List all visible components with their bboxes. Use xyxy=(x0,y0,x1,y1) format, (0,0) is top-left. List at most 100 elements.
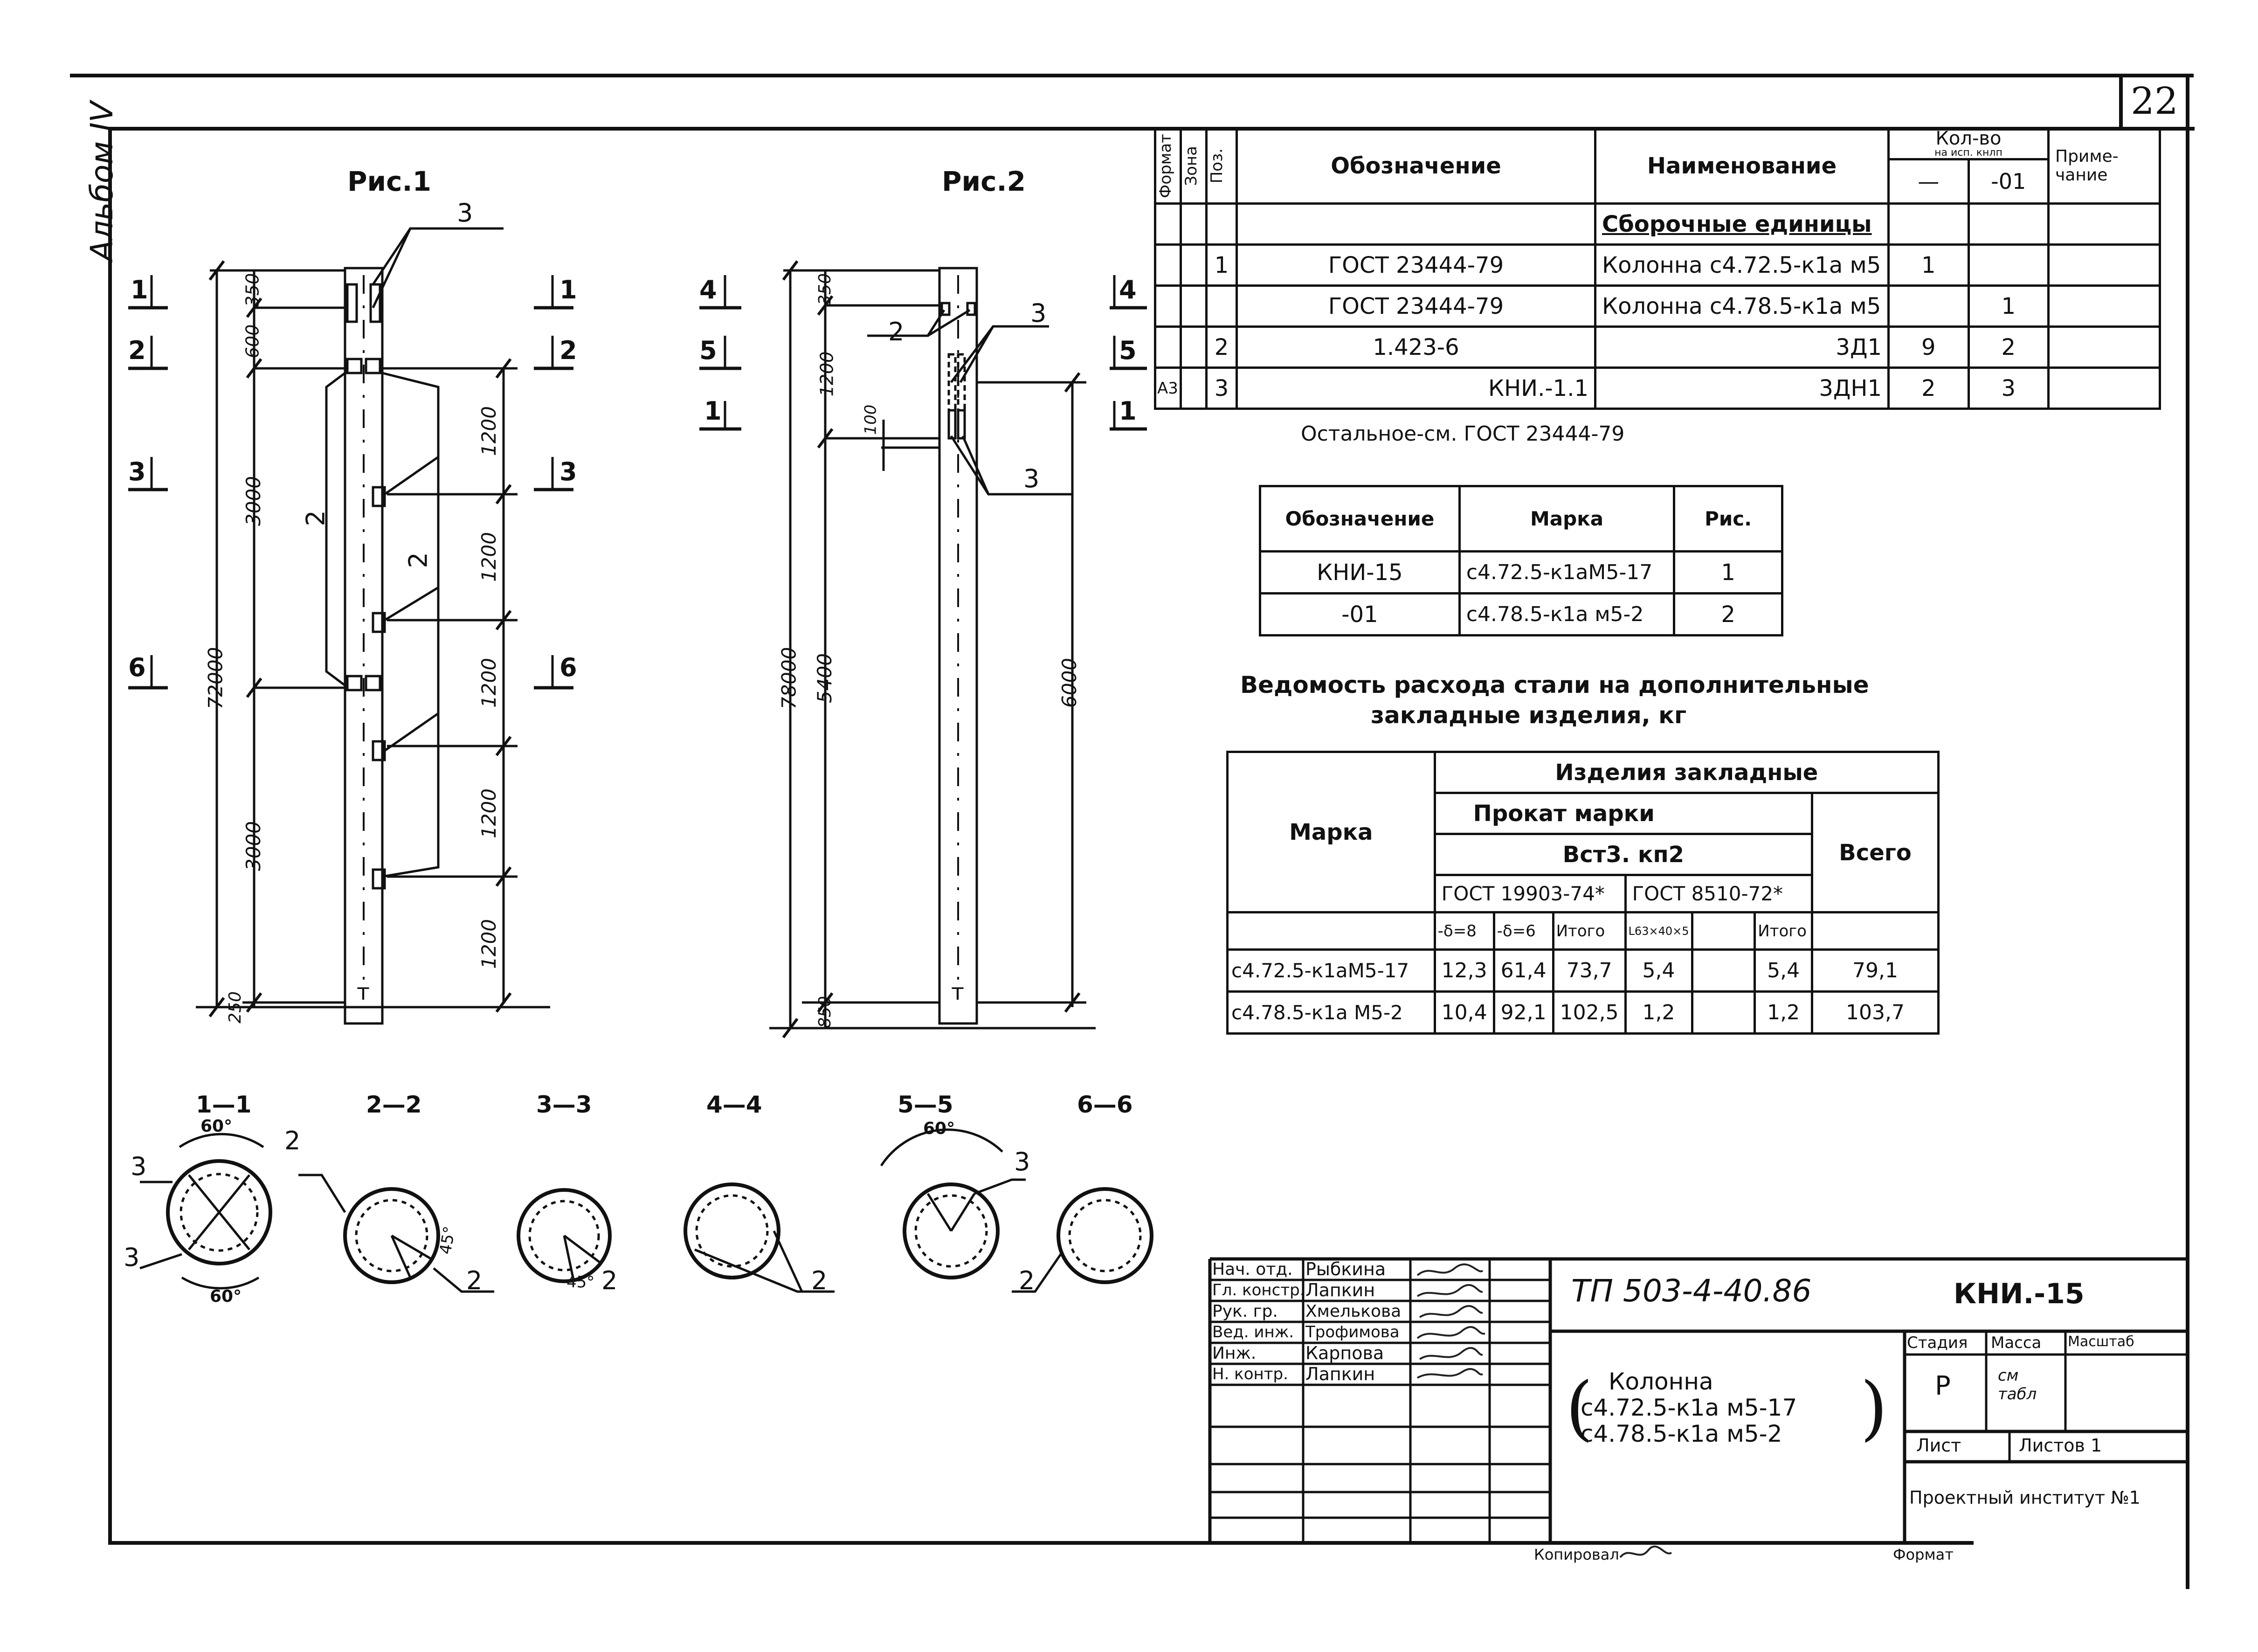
col-name-header: Наименование xyxy=(1594,127,1890,205)
sec-leader-2c: 2 xyxy=(601,1266,618,1295)
fig2-dim-850: 850 xyxy=(815,996,835,1028)
sec-leader-2e: 2 xyxy=(1019,1266,1035,1295)
angle-3: 45° xyxy=(566,1273,595,1292)
copier-signature xyxy=(1619,1545,1672,1558)
table-row: с4.78.5-к1а М5-2 10,4 92,1 102,5 1,2 1,2… xyxy=(1226,990,1940,1035)
scale-label: Масштаб xyxy=(2068,1334,2134,1350)
fig1-sec-l1: 1 xyxy=(131,275,148,304)
stage-label: Стадия xyxy=(1907,1334,1968,1352)
sec-leader-2b: 2 xyxy=(466,1266,483,1295)
copied-by: Копировал xyxy=(1534,1546,1619,1563)
fig2-title: Рис.2 xyxy=(942,166,1026,197)
fig1-sec-l3: 3 xyxy=(128,457,146,486)
fig1-dim-350: 350 xyxy=(242,273,263,307)
fig1-leader-3: 3 xyxy=(457,198,473,228)
col-designation-header: Обозначение xyxy=(1236,127,1596,205)
fig2-dim-100: 100 xyxy=(861,404,880,435)
fig2-dim-1200: 1200 xyxy=(816,351,837,397)
fig1-top-mark: т xyxy=(357,979,370,1005)
table-row: КНИ-15 с4.72.5-к1аМ5-17 1 xyxy=(1259,550,1783,594)
title-block-names: Рыбкина Лапкин Хмелькова Трофимова Карпо… xyxy=(1305,1259,1402,1384)
angle-1b: 60° xyxy=(210,1287,242,1306)
frame-bottom xyxy=(108,1541,1971,1545)
sheets-label: Листов 1 xyxy=(2019,1435,2102,1456)
fig2-sec-l4: 4 xyxy=(699,275,717,304)
column-fig2-outline xyxy=(938,267,978,1025)
fig1-dim-r4: 1200 xyxy=(477,788,500,838)
table-row: 2 1.423-6 3Д1 9 2 xyxy=(1154,325,2161,369)
format-label: Формат xyxy=(1893,1546,1954,1563)
doc-code: ТП 503-4-40.86 xyxy=(1571,1273,1812,1309)
fig1-dim-250: 250 xyxy=(225,991,245,1023)
section-1-1 xyxy=(139,1133,272,1290)
fig2-dim-350: 350 xyxy=(815,273,835,305)
section-label-5: 5—5 xyxy=(898,1091,953,1118)
section-label-3: 3—3 xyxy=(536,1091,592,1118)
institute-name: Проектный институт №1 xyxy=(1909,1487,2141,1508)
fig2-dim-6000: 6000 xyxy=(1057,658,1081,708)
section-label-6: 6—6 xyxy=(1077,1091,1133,1118)
table-row: с4.72.5-к1аМ5-17 12,3 61,4 73,7 5,4 5,4 … xyxy=(1226,948,1940,993)
section-3-3 xyxy=(517,1188,612,1283)
section-label-1: 1—1 xyxy=(196,1091,252,1118)
section-2-2 xyxy=(298,1174,494,1293)
sec-leader-2a: 2 xyxy=(284,1126,301,1155)
fig2-top-mark: т xyxy=(951,979,964,1005)
sec-leader-3b: 3 xyxy=(124,1243,140,1272)
fig1-dim-600: 600 xyxy=(242,324,263,359)
col-qty-header: Кол-во на исп. кнлп — -01 xyxy=(1887,127,2050,205)
section-4-4 xyxy=(684,1182,835,1293)
title-block-roles: Нач. отд. Гл. констр. Рук. гр. Вед. инж.… xyxy=(1212,1260,1305,1383)
frame-left xyxy=(108,127,112,1544)
section-6-6 xyxy=(1012,1187,1153,1293)
top-rule xyxy=(70,74,2194,77)
fig1-sec-l2: 2 xyxy=(128,336,146,365)
section-label-2: 2—2 xyxy=(366,1091,422,1118)
fig1-leader-2b: 2 xyxy=(403,552,433,568)
qty-subtitle: на исп. кнлп xyxy=(1891,148,2046,160)
sheet-code: КНИ.-15 xyxy=(1954,1278,2085,1310)
spec-footnote: Остальное-см. ГОСТ 23444-79 xyxy=(1301,422,1625,446)
col-format-header: Формат xyxy=(1154,127,1182,205)
fig1-leader-2a: 2 xyxy=(301,510,331,526)
sec-leader-3a: 3 xyxy=(131,1152,147,1181)
spec-table: Формат Зона Поз. Обозначение Наименовани… xyxy=(1154,127,2161,410)
sec-leader-3c: 3 xyxy=(1014,1147,1030,1176)
fig2-sec-l5: 5 xyxy=(699,336,717,365)
fig1-dim-3000b: 3000 xyxy=(242,821,265,871)
steel-table: Марка Изделия закладные Прокат марки Все… xyxy=(1226,751,1940,1035)
marks-table: Обозначение Марка Рис. КНИ-15 с4.72.5-к1… xyxy=(1259,485,1783,636)
fig1-dim-r1: 1200 xyxy=(477,406,500,456)
fig2-sec-r4: 4 xyxy=(1119,275,1137,304)
fig2-sec-r5: 5 xyxy=(1119,336,1137,365)
title-block-grid xyxy=(1208,1257,2186,1541)
fig1-title: Рис.1 xyxy=(347,166,431,197)
fig1-sec-r1: 1 xyxy=(559,275,577,304)
page-number: 22 xyxy=(2131,79,2178,123)
table-row: 1 ГОСТ 23444-79 Колонна с4.72.5-к1а м5 1 xyxy=(1154,243,2161,287)
fig2-leader-3a: 3 xyxy=(1030,298,1047,328)
col-pos-header: Поз. xyxy=(1205,127,1238,205)
fig1-dim-72000: 72000 xyxy=(204,647,227,710)
qty-col2: -01 xyxy=(1991,169,2026,194)
title-bracket-left: ( xyxy=(1566,1368,1593,1449)
fig1-sec-r6: 6 xyxy=(559,653,577,682)
fig2-sec-r1: 1 xyxy=(1119,396,1137,426)
fig1-sec-l6: 6 xyxy=(128,653,146,682)
spec-section-title: Сборочные единицы xyxy=(1594,202,1890,246)
fig2-sec-l1: 1 xyxy=(704,396,722,426)
fig1-dim-r5: 1200 xyxy=(477,919,500,969)
frame-right xyxy=(2186,74,2189,1589)
fig1-dim-r2: 1200 xyxy=(477,532,500,582)
col-zone-header: Зона xyxy=(1180,127,1208,205)
fig1-dim-r3: 1200 xyxy=(477,658,500,708)
section-5-5 xyxy=(880,1128,1026,1279)
mass-label: Масса xyxy=(1991,1334,2042,1352)
page-number-box-left xyxy=(2119,74,2123,129)
table-row: ГОСТ 23444-79 Колонна с4.78.5-к1а м5 1 xyxy=(1154,284,2161,328)
title-bracket-right: ) xyxy=(1860,1368,1888,1449)
table-row: -01 с4.78.5-к1а м5-2 2 xyxy=(1259,592,1783,636)
fig2-leader-2: 2 xyxy=(888,317,905,346)
steel-title-line1: Ведомость расхода стали на дополнительны… xyxy=(1240,671,1869,698)
